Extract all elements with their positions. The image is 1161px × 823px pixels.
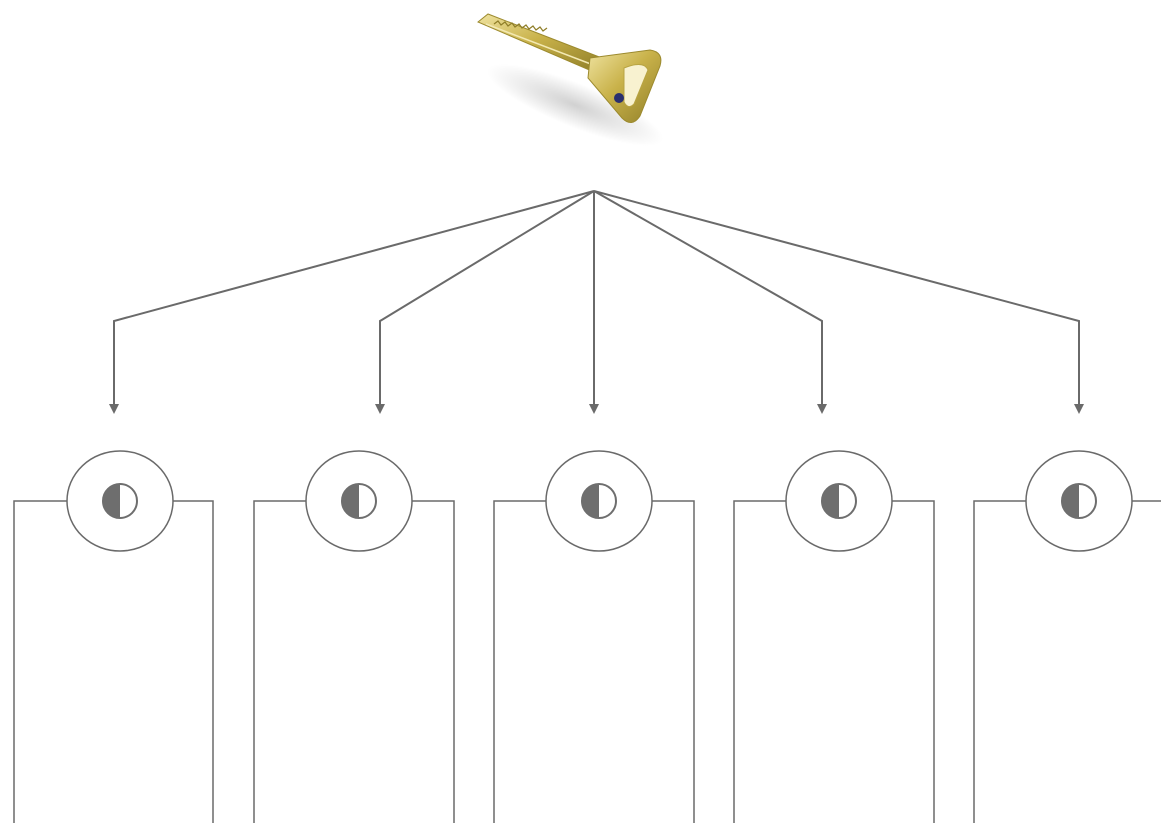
connector-line: [593, 190, 1080, 406]
lock-panel-outline: [973, 500, 1161, 823]
connector-line: [113, 190, 595, 406]
lock-cylinder-icon: [341, 483, 377, 519]
master-key-icon: [477, 13, 664, 147]
lock-cylinder-icon: [821, 483, 857, 519]
arrowhead: [589, 404, 599, 414]
lock-target: [493, 450, 695, 823]
lock-target: [253, 450, 455, 823]
connector-line: [593, 190, 823, 406]
lock-target: [973, 450, 1161, 823]
lock-target: [13, 450, 214, 823]
lock-targets: [13, 450, 1161, 823]
arrowhead: [817, 404, 827, 414]
arrowhead: [375, 404, 385, 414]
lock-cylinder-icon: [102, 483, 138, 519]
lock-panel-outline: [733, 500, 935, 823]
lock-panel-outline: [253, 500, 455, 823]
arrowhead: [1074, 404, 1084, 414]
lock-cylinder-icon: [581, 483, 617, 519]
lock-target: [733, 450, 935, 823]
connector-lines: [109, 190, 1084, 414]
lock-panel-outline: [13, 500, 214, 823]
arrowhead: [109, 404, 119, 414]
lock-cylinder-icon: [1061, 483, 1097, 519]
lock-panel-outline: [493, 500, 695, 823]
connector-line: [379, 190, 595, 406]
